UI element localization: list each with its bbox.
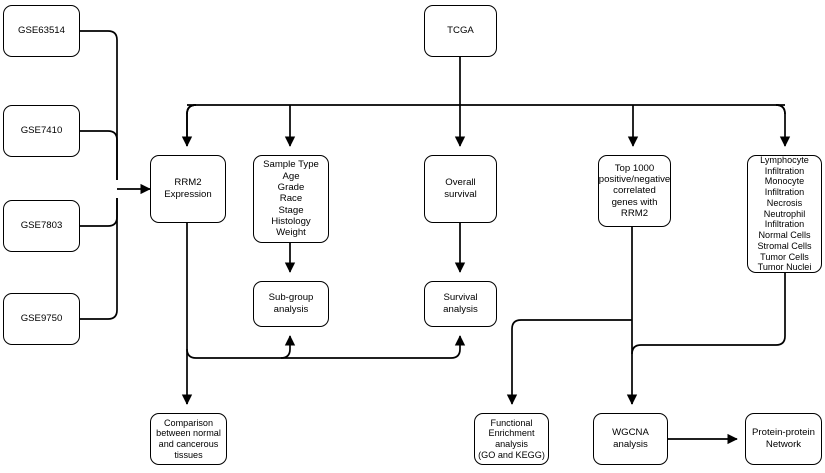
node-gse7803[interactable]: GSE7803 [3,200,80,252]
node-immune-features[interactable]: Lymphocyte Infiltration Monocyte Infiltr… [747,155,822,273]
edge-gse7803-rrm2 [80,198,118,227]
node-overall-survival[interactable]: Overall survival [424,155,497,223]
edge-bus-left-corner [186,104,197,146]
node-wgcna-analysis[interactable]: WGCNA analysis [593,413,668,465]
edge-rrm2-to-survival-run [290,335,466,359]
node-comparison-normal-cancerous[interactable]: Comparison between normal and cancerous … [150,413,227,465]
edge-bus-to-immune [775,104,791,147]
edge-rrm2-lateral [186,348,290,359]
edge-gse9750-rrm2 [80,198,118,320]
edge-immune-wgcna [631,273,786,355]
node-gse7410[interactable]: GSE7410 [3,105,80,157]
node-functional-enrichment[interactable]: Functional Enrichment analysis (GO and K… [474,413,549,465]
node-gse63514[interactable]: GSE63514 [3,5,80,57]
edge-top1000-functional [506,319,632,405]
edge-bus-cap-left [186,104,197,115]
node-tcga[interactable]: TCGA [424,5,497,57]
node-top1000-correlated-genes[interactable]: Top 1000 positive/negative correlated ge… [598,155,671,227]
edge-rrm2-subgroup-riser [280,335,296,359]
node-protein-protein-network[interactable]: Protein-protein Network [745,413,822,465]
node-subgroup-analysis[interactable]: Sub-group analysis [253,281,329,327]
node-clinical-variables[interactable]: Sample Type Age Grade Race Stage Histolo… [253,155,329,243]
edge-bus-cap-right [775,104,786,115]
node-rrm2-expression[interactable]: RRM2 Expression [150,155,226,223]
edge-gse7410-rrm2 [80,130,118,180]
edge-tcga-bus [181,104,197,147]
node-gse9750[interactable]: GSE9750 [3,293,80,345]
edge-gse63514-rrm2 [80,30,118,180]
node-survival-analysis[interactable]: Survival analysis [424,281,497,327]
